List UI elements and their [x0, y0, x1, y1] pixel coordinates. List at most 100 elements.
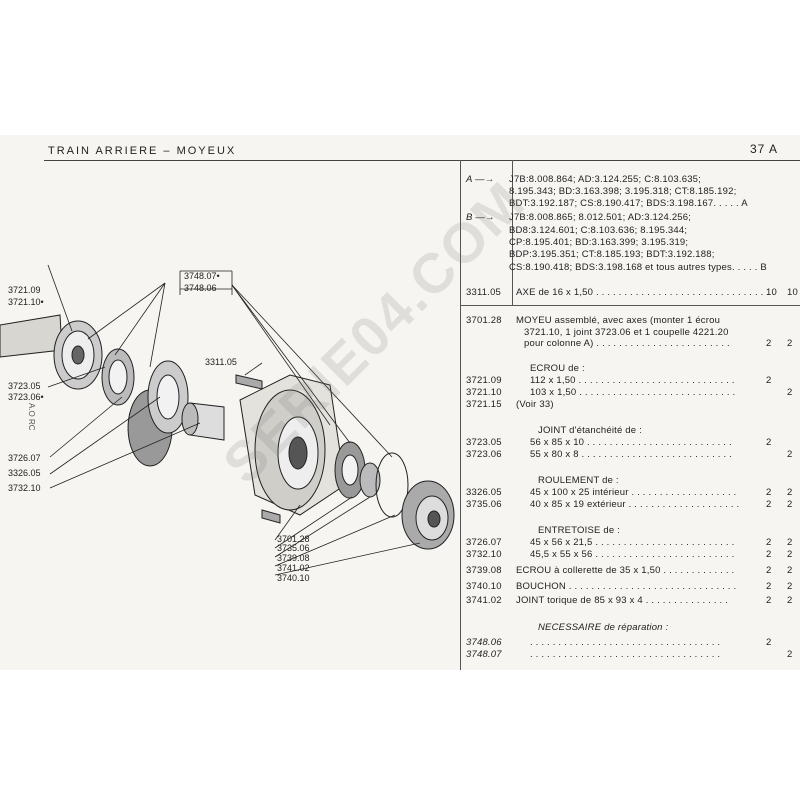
- applicability-line: BDP:3.195.351; CT:8.185.193; BDT:3.192.1…: [509, 249, 715, 260]
- part-description: . . . . . . . . . . . . . . . . . . . . …: [530, 637, 721, 648]
- qty-column-b: 2: [787, 549, 793, 560]
- part-ref: 3721.15: [466, 399, 502, 410]
- applicability-line: BD8:3.124.601; C:8.103.636; 8.195.344;: [509, 225, 688, 236]
- qty-column-a: 2: [766, 537, 772, 548]
- shaft-part: [0, 314, 63, 358]
- part-ref: 3326.05: [466, 487, 502, 498]
- qty-column-a: 2: [766, 595, 772, 606]
- label-3741-02: 3741.02: [277, 563, 310, 573]
- part-description: JOINT d'étanchéité de :: [538, 425, 642, 436]
- part-description: . . . . . . . . . . . . . . . . . . . . …: [530, 649, 721, 660]
- qty-column-a: 10: [766, 287, 777, 298]
- part-description: JOINT torique de 85 x 93 x 4 . . . . . .…: [516, 595, 729, 606]
- part-ref: 3741.02: [466, 595, 502, 606]
- qty-column-b: 2: [787, 487, 793, 498]
- label-3701-28: 3701.28: [277, 534, 310, 544]
- part-description: pour colonne A) . . . . . . . . . . . . …: [524, 338, 730, 349]
- part-description: ECROU de :: [530, 363, 585, 374]
- part-description: 45 x 56 x 21,5 . . . . . . . . . . . . .…: [530, 537, 735, 548]
- label-3326-05: 3326.05: [8, 468, 41, 478]
- label-3732-10: 3732.10: [8, 483, 41, 493]
- qty-column-a: 2: [766, 565, 772, 576]
- part-description: AXE de 16 x 1,50 . . . . . . . . . . . .…: [516, 287, 775, 298]
- qty-column-b: 2: [787, 449, 793, 460]
- qty-column-a: 2: [766, 499, 772, 510]
- label-3726-07: 3726.07: [8, 453, 41, 463]
- part-description: MOYEU assemblé, avec axes (monter 1 écro…: [516, 315, 721, 326]
- wheel-stud-part: [235, 374, 263, 390]
- part-ref: 3740.10: [466, 581, 502, 592]
- qty-column-b: 2: [787, 581, 793, 592]
- qty-column-a: 2: [766, 437, 772, 448]
- part-description: 40 x 85 x 19 extérieur . . . . . . . . .…: [530, 499, 740, 510]
- part-description: ENTRETOISE de :: [538, 525, 621, 536]
- qty-column-b: 2: [787, 565, 793, 576]
- applicability-line: 8.195.343; BD:3.163.398; 3.195.318; CT:8…: [509, 186, 737, 197]
- qty-column-b: 10: [787, 287, 798, 298]
- part-description: 56 x 85 x 10 . . . . . . . . . . . . . .…: [530, 437, 732, 448]
- label-3721-09: 3721.09: [8, 285, 41, 295]
- part-description: 112 x 1,50 . . . . . . . . . . . . . . .…: [530, 375, 735, 386]
- label-3748-07: 3748.07•: [184, 271, 220, 281]
- part-ref: 3723.05: [466, 437, 502, 448]
- side-note: A.O RC: [27, 403, 36, 431]
- qty-column-a: 2: [766, 375, 772, 386]
- header-rule: [44, 160, 800, 161]
- part-description: NECESSAIRE de réparation :: [538, 622, 669, 633]
- part-ref: 3701.28: [466, 315, 502, 326]
- part-description: 45,5 x 55 x 56 . . . . . . . . . . . . .…: [530, 549, 735, 560]
- part-ref: 3748.06: [466, 637, 502, 648]
- qty-column-b: 2: [787, 499, 793, 510]
- part-ref: 3311.05: [466, 287, 502, 298]
- part-description: 103 x 1,50 . . . . . . . . . . . . . . .…: [530, 387, 736, 398]
- part-description: BOUCHON . . . . . . . . . . . . . . . . …: [516, 581, 737, 592]
- part-description: (Voir 33): [516, 399, 554, 410]
- applicability-line: CS:8.190.418; BDS:3.198.168 et tous autr…: [509, 262, 767, 273]
- applicability-line: BDT:3.192.187; CS:8.190.417; BDS:3.198.1…: [509, 198, 748, 209]
- label-3735-06: 3735.06: [277, 543, 310, 553]
- applicability-line: CP:8.195.401; BD:3.163.399; 3.195.319;: [509, 237, 689, 248]
- qty-column-a: 2: [766, 581, 772, 592]
- part-ref: 3721.10: [466, 387, 502, 398]
- label-3723-06: 3723.06•: [8, 392, 44, 402]
- part-ref: 3721.09: [466, 375, 502, 386]
- qty-column-b: 2: [787, 595, 793, 606]
- part-ref: 3732.10: [466, 549, 502, 560]
- page-title: TRAIN ARRIERE – MOYEUX: [48, 145, 237, 157]
- marker-a: A —→: [466, 174, 495, 185]
- part-description: 3721.10, 1 joint 3723.06 et 1 coupelle 4…: [524, 327, 729, 338]
- qty-column-a: 2: [766, 487, 772, 498]
- label-3721-10: 3721.10•: [8, 297, 44, 307]
- o-ring-part: [375, 452, 409, 518]
- qty-column-a: 2: [766, 549, 772, 560]
- qty-column-b: 2: [787, 387, 793, 398]
- part-description: 55 x 80 x 8 . . . . . . . . . . . . . . …: [530, 449, 733, 460]
- label-3748-06: 3748.06: [184, 283, 217, 293]
- qty-column-a: 2: [766, 338, 772, 349]
- part-ref: 3735.06: [466, 499, 502, 510]
- part-description: ROULEMENT de :: [538, 475, 619, 486]
- qty-column-b: 2: [787, 537, 793, 548]
- marker-b: B —→: [466, 212, 495, 223]
- marker-divider: [512, 160, 513, 305]
- collar-nut-part: [359, 462, 381, 498]
- label-3739-08: 3739.08: [277, 553, 310, 563]
- page-number: 37 A: [749, 142, 778, 156]
- label-3740-10: 3740.10: [277, 573, 310, 583]
- label-3311-05: 3311.05: [205, 357, 237, 367]
- part-ref: 3726.07: [466, 537, 502, 548]
- catalog-page: TRAIN ARRIERE – MOYEUX 37 A: [0, 135, 800, 670]
- exploded-view-diagram: [0, 264, 455, 576]
- part-description: ECROU à collerette de 35 x 1,50 . . . . …: [516, 565, 735, 576]
- part-description: 45 x 100 x 25 intérieur . . . . . . . . …: [530, 487, 737, 498]
- part-ref: 3748.07: [466, 649, 502, 660]
- qty-column-b: 2: [787, 338, 793, 349]
- label-3723-05: 3723.05: [8, 381, 41, 391]
- part-ref: 3723.06: [466, 449, 502, 460]
- part-ref: 3739.08: [466, 565, 502, 576]
- applicability-line: J7B:8.008.865; 8.012.501; AD:3.124.256;: [509, 212, 692, 223]
- applicability-line: J7B:8.008.864; AD:3.124.255; C:8.103.635…: [509, 174, 702, 185]
- qty-column-a: 2: [766, 637, 772, 648]
- qty-column-b: 2: [787, 649, 793, 660]
- applicability-rule: [460, 305, 800, 306]
